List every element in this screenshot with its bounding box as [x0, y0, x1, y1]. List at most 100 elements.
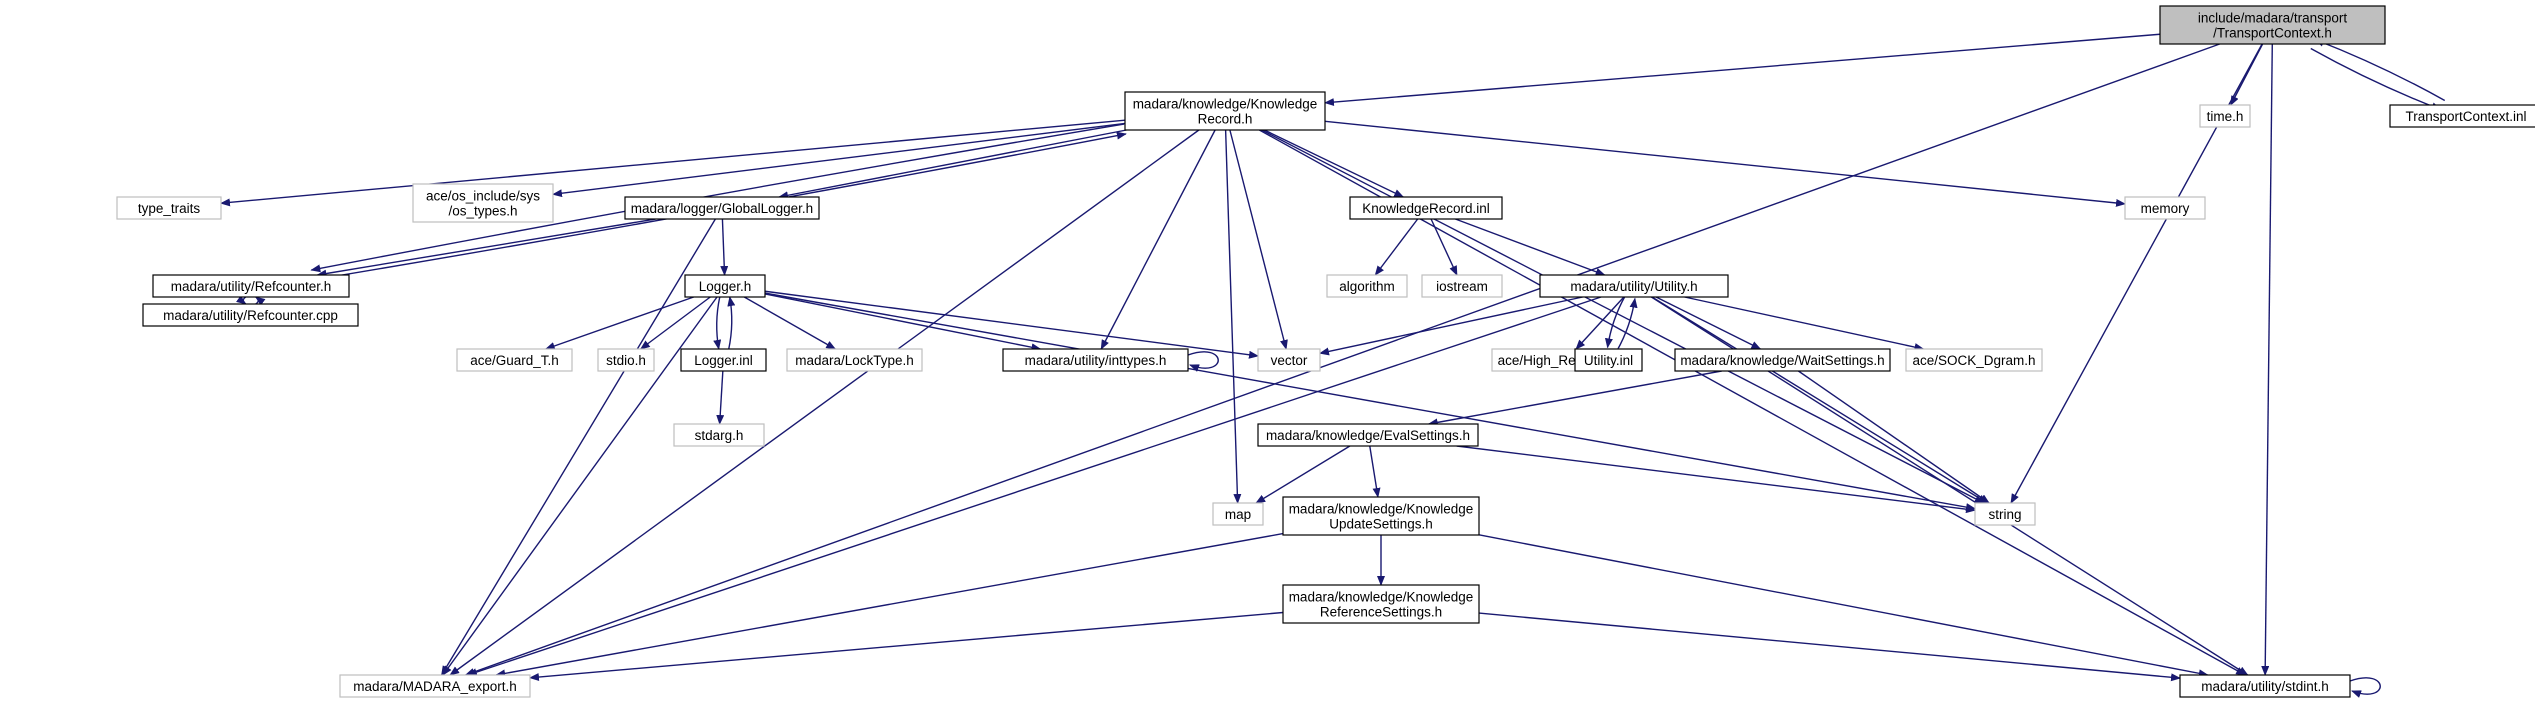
edge-loggerinl-to-loggerh	[727, 296, 736, 350]
edge-kupdate-to-export	[495, 532, 1284, 678]
node-label: ReferenceSettings.h	[1320, 605, 1442, 620]
node-box	[2199, 104, 2251, 128]
node-box	[116, 196, 222, 220]
node-label: madara/utility/Refcounter.cpp	[163, 308, 338, 323]
edge-loggerh-to-vector	[764, 290, 1259, 359]
node-box	[1282, 496, 1480, 536]
node-box	[1257, 423, 1479, 447]
node-box	[2389, 104, 2535, 128]
node-box	[2179, 674, 2351, 698]
node-label: madara/utility/Utility.h	[1570, 279, 1697, 294]
edge-krec-to-memory	[1324, 120, 2126, 207]
node-label: madara/utility/Refcounter.h	[171, 279, 332, 294]
node-utilh[interactable]: madara/utility/Utility.h	[1539, 274, 1729, 298]
node-ostypes: ace/os_include/sys/os_types.h	[412, 183, 554, 223]
edge-loggerh-to-stdioh	[639, 296, 711, 350]
node-waitset[interactable]: madara/knowledge/WaitSettings.h	[1674, 348, 1891, 372]
node-loggerh[interactable]: Logger.h	[684, 274, 766, 298]
edge-refh-to-refcpp	[236, 295, 247, 305]
edge-utilinl-to-utilh	[1616, 297, 1638, 351]
node-box	[412, 183, 554, 223]
node-krec[interactable]: madara/knowledge/KnowledgeRecord.h	[1124, 91, 1326, 131]
edge-glogger-to-loggerh	[720, 218, 729, 276]
node-label: ace/os_include/sys	[426, 189, 540, 204]
edge-krec-to-typetraits	[220, 119, 1126, 207]
node-label: ace/SOCK_Dgram.h	[1912, 353, 2035, 368]
node-box	[1905, 348, 2043, 372]
edge-loggerh-to-inttypes	[764, 293, 1042, 352]
node-box	[684, 274, 766, 298]
edge-krec-to-ostypes	[552, 122, 1126, 198]
node-guard: ace/Guard_T.h	[456, 348, 573, 372]
node-algorithm: algorithm	[1326, 274, 1408, 298]
node-label: Logger.h	[699, 279, 752, 294]
node-label: map	[1225, 507, 1251, 522]
node-glogger[interactable]: madara/logger/GlobalLogger.h	[624, 196, 820, 220]
node-krinl[interactable]: KnowledgeRecord.inl	[1349, 196, 1503, 220]
edge-root-to-krec	[1324, 33, 2161, 107]
node-utilinl[interactable]: Utility.inl	[1574, 348, 1643, 372]
edge-refcpp-to-refh	[255, 296, 266, 306]
node-label: madara/MADARA_export.h	[353, 679, 517, 694]
node-locktype: madara/LockType.h	[786, 348, 923, 372]
node-evalset[interactable]: madara/knowledge/EvalSettings.h	[1257, 423, 1479, 447]
edge-krinl-to-utilh	[1455, 218, 1606, 276]
node-string: string	[1974, 502, 2036, 526]
node-box	[1574, 348, 1643, 372]
node-label: /TransportContext.h	[2213, 26, 2332, 41]
nodes-layer: include/madara/transport/TransportContex…	[116, 5, 2535, 698]
node-stdioh: stdio.h	[597, 348, 655, 372]
node-label: madara/knowledge/WaitSettings.h	[1680, 353, 1884, 368]
edge-kupdate-to-stdint	[1478, 534, 2209, 678]
node-box	[1974, 502, 2036, 526]
edge-krec-to-inttypes	[1100, 129, 1216, 350]
edge-krinl-to-iostream	[1430, 218, 1458, 276]
node-kref[interactable]: madara/knowledge/KnowledgeReferenceSetti…	[1282, 584, 1480, 624]
node-inttypes[interactable]: madara/utility/inttypes.h	[1002, 348, 1189, 372]
node-kupdate[interactable]: madara/knowledge/KnowledgeUpdateSettings…	[1282, 496, 1480, 536]
node-box	[673, 423, 765, 447]
node-root[interactable]: include/madara/transport/TransportContex…	[2159, 5, 2386, 45]
node-label: madara/knowledge/Knowledge	[1289, 502, 1474, 517]
node-label: ace/Guard_T.h	[470, 353, 559, 368]
node-box	[1674, 348, 1891, 372]
node-box	[1257, 348, 1321, 372]
node-refcpp[interactable]: madara/utility/Refcounter.cpp	[142, 303, 359, 327]
node-label: madara/utility/stdint.h	[2201, 679, 2329, 694]
node-label: KnowledgeRecord.inl	[1362, 201, 1490, 216]
node-label: Logger.inl	[694, 353, 753, 368]
edge-krec-to-map	[1224, 129, 1242, 504]
node-export: madara/MADARA_export.h	[339, 674, 531, 698]
node-label: vector	[1271, 353, 1308, 368]
edge-utilh-to-sockdgram	[1684, 296, 1925, 351]
node-label: madara/LockType.h	[795, 353, 914, 368]
edge-loggerh-to-string	[764, 292, 1976, 512]
edge-loggerh-to-locktype	[743, 296, 837, 350]
edge-waitset-to-string	[1797, 370, 1990, 504]
node-box	[339, 674, 531, 698]
node-stdint[interactable]: madara/utility/stdint.h	[2179, 674, 2351, 698]
edge-krec-to-refh	[310, 123, 1125, 273]
node-box	[1124, 91, 1326, 131]
node-loggerinl[interactable]: Logger.inl	[680, 348, 767, 372]
edge-utilh-to-string	[1651, 296, 1988, 504]
edge-loggerh-to-guard	[544, 296, 694, 350]
edge-root-to-tcinl	[2310, 47, 2442, 111]
edge-evalset-to-map	[1255, 445, 1351, 504]
node-refh[interactable]: madara/utility/Refcounter.h	[152, 274, 350, 298]
edge-utilh-to-utilinl	[1604, 295, 1627, 349]
node-tcinl[interactable]: TransportContext.inl	[2389, 104, 2535, 128]
node-label: stdarg.h	[695, 428, 744, 443]
edge-glogger-to-export	[441, 218, 716, 676]
edge-loggerinl-to-stdargh	[716, 370, 725, 425]
edge-krinl-to-algorithm	[1374, 218, 1419, 276]
node-typetraits: type_traits	[116, 196, 222, 220]
edge-utilh-to-vector	[1319, 296, 1583, 356]
node-label: Record.h	[1198, 112, 1253, 127]
node-stdargh: stdarg.h	[673, 423, 765, 447]
node-sockdgram: ace/SOCK_Dgram.h	[1905, 348, 2043, 372]
node-box	[142, 303, 359, 327]
node-box	[1349, 196, 1503, 220]
node-vector: vector	[1257, 348, 1321, 372]
node-label: Utility.inl	[1584, 353, 1633, 368]
